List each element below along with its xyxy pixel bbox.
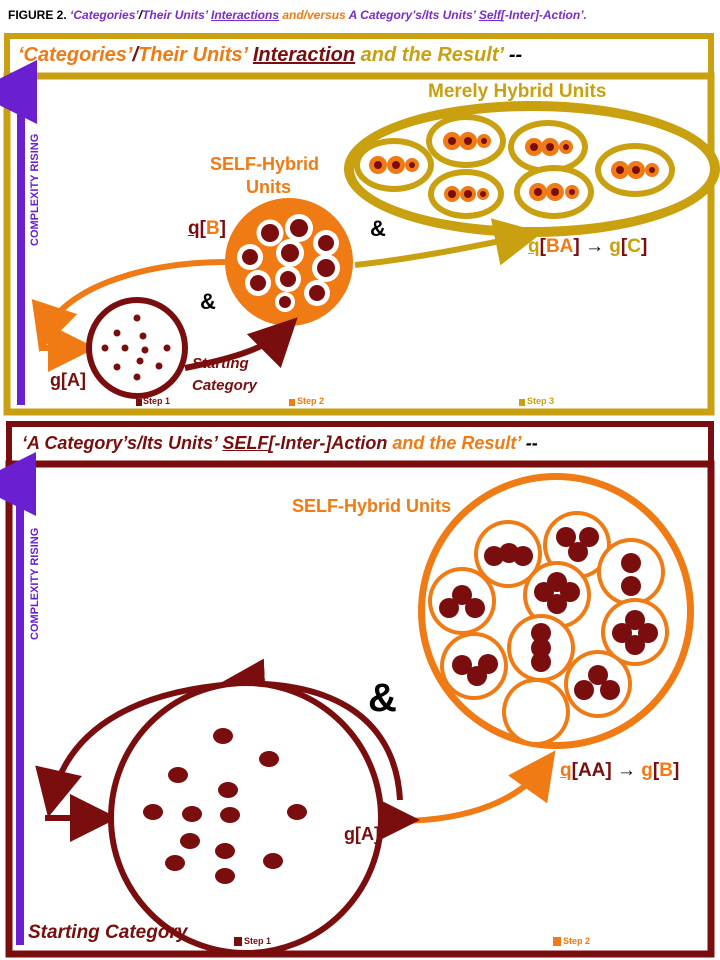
bottom-label-gAA-gB: q[AA] → g[B] — [560, 760, 679, 782]
top-starting-line1: Starting — [192, 355, 249, 372]
bottom-self-hybrid-units — [428, 511, 669, 746]
top-step3-label: Step 3 — [527, 396, 555, 406]
top-panel-frame — [3, 72, 715, 416]
top-starting-circle — [86, 297, 188, 399]
top-gB-close: ] — [219, 218, 226, 239]
top-gC-close: ] — [640, 236, 648, 257]
bottom-gB-letter: B — [659, 760, 673, 781]
caption-part-5: and/versus — [279, 8, 349, 22]
bottom-starting-circle — [108, 680, 384, 956]
top-starting-units — [101, 314, 171, 381]
top-label-gBA-gC: q[BA] → g[C] — [528, 236, 647, 258]
bottom-ampersand: & — [368, 676, 397, 720]
bottom-gB-open: [ — [652, 760, 660, 781]
bottom-starting-units — [143, 728, 307, 884]
top-arrow-to-hybrid — [354, 218, 543, 268]
caption-part-7: Self — [478, 8, 501, 22]
top-step1-marker — [136, 399, 142, 406]
caption-part-1: ‘Categories’ — [70, 8, 139, 22]
bottom-starting-category-label: Starting Category — [28, 922, 188, 943]
caption-prefix: FIGURE 2. — [8, 8, 67, 22]
figure-caption: FIGURE 2. ‘Categories’/Their Units’ Inte… — [8, 8, 587, 22]
caption-part-8: [-Inter]-Action’. — [500, 8, 587, 22]
top-title-part-b: / — [132, 44, 139, 66]
bottom-title-part-d: and the Result’ — [387, 433, 521, 453]
top-step1-label: Step 1 — [143, 396, 171, 406]
top-title-part-d: Interaction — [252, 44, 356, 66]
bottom-self-hybrid-title: SELF-Hybrid Units — [292, 496, 452, 516]
top-ampersand-2: & — [200, 289, 216, 314]
top-gC-g: g — [609, 236, 621, 257]
caption-part-4: Interactions — [210, 8, 279, 22]
top-step2-marker — [289, 399, 295, 406]
top-gB-open: [ — [199, 218, 206, 239]
top-panel-title: ‘Categories’/Their Units’ Interaction an… — [18, 44, 522, 67]
top-gBA-g: q — [528, 236, 540, 257]
top-gA-close: ] — [80, 370, 86, 390]
top-ampersand-1: & — [370, 216, 386, 241]
top-arrow-loop-back — [31, 259, 226, 353]
top-label-gA: g[A] — [50, 370, 86, 391]
bottom-step1-label: Step 1 — [244, 936, 272, 946]
bottom-title-part-c: [-Inter-]Action — [268, 433, 388, 453]
top-starting-line2: Category — [192, 377, 258, 394]
top-arrow-symbol: → — [585, 236, 604, 257]
bottom-gB-close: ] — [672, 760, 680, 781]
bottom-gA-g: g — [344, 824, 355, 844]
bottom-gAA-g: q — [560, 760, 572, 781]
bottom-gA-letter: A — [361, 824, 374, 844]
bottom-panel-title: ‘A Category’s/Its Units’ SELF[-Inter-]Ac… — [22, 433, 538, 454]
top-arrow-start-to-self — [184, 317, 298, 371]
top-step2-label: Step 2 — [297, 396, 325, 406]
bottom-title-part-b: SELF — [222, 433, 269, 453]
top-step3-marker — [519, 399, 525, 406]
bottom-gAA-open: [ — [571, 760, 578, 781]
bottom-step2-label: Step 2 — [563, 936, 591, 946]
bottom-title-part-e: -- — [520, 433, 538, 453]
bottom-axis-label: COMPLEXITY RISING — [29, 527, 41, 640]
top-gA-letter: A — [67, 370, 80, 390]
top-title-part-c: Their Units’ — [138, 44, 253, 66]
top-title-part-a: ‘Categories’ — [18, 44, 133, 66]
bottom-gAA-letters: AA — [577, 760, 606, 781]
bottom-step1-marker — [234, 937, 242, 946]
bottom-gAA-close: ] — [605, 760, 612, 781]
top-gB-g: q — [188, 218, 200, 239]
top-merely-hybrid-title: Merely Hybrid Units — [428, 81, 607, 102]
top-label-gB: q[B] — [188, 218, 226, 240]
top-self-hybrid-units — [237, 214, 340, 312]
top-gA-g: g — [50, 370, 61, 390]
top-self-hybrid-line2: Units — [246, 177, 291, 197]
top-gB-letter: B — [205, 218, 220, 239]
bottom-panel-frame — [5, 460, 715, 958]
top-title-part-e: and the Result’ — [355, 44, 504, 66]
bottom-gA-close: ] — [374, 824, 380, 844]
top-gBA-close: ] — [573, 236, 580, 257]
caption-part-2: / — [138, 8, 143, 22]
caption-part-3: Their Units’ — [142, 8, 211, 22]
top-gC-letter: C — [627, 236, 641, 257]
top-gBA-open: [ — [539, 236, 546, 257]
top-gC-open: [ — [620, 236, 628, 257]
top-axis-label: COMPLEXITY RISING — [29, 133, 41, 246]
bottom-arrow-to-self-hybrid — [401, 750, 556, 824]
top-title-part-f: -- — [503, 44, 523, 66]
bottom-arrow-symbol: → — [617, 760, 636, 781]
caption-part-6: A Category’s/Its Units’ — [348, 8, 479, 22]
merely-hybrid-units — [354, 114, 675, 219]
top-self-hybrid-line1: SELF-Hybrid — [210, 154, 320, 174]
bottom-gB-g: g — [641, 760, 653, 781]
bottom-step2-marker — [553, 937, 561, 946]
top-gA-open: [ — [61, 370, 67, 390]
top-gBA-letters: BA — [545, 236, 574, 257]
bottom-gA-open: [ — [355, 824, 361, 844]
bottom-title-part-a: ‘A Category’s/Its Units’ — [22, 433, 223, 453]
bottom-label-gA: g[A] — [344, 824, 380, 845]
